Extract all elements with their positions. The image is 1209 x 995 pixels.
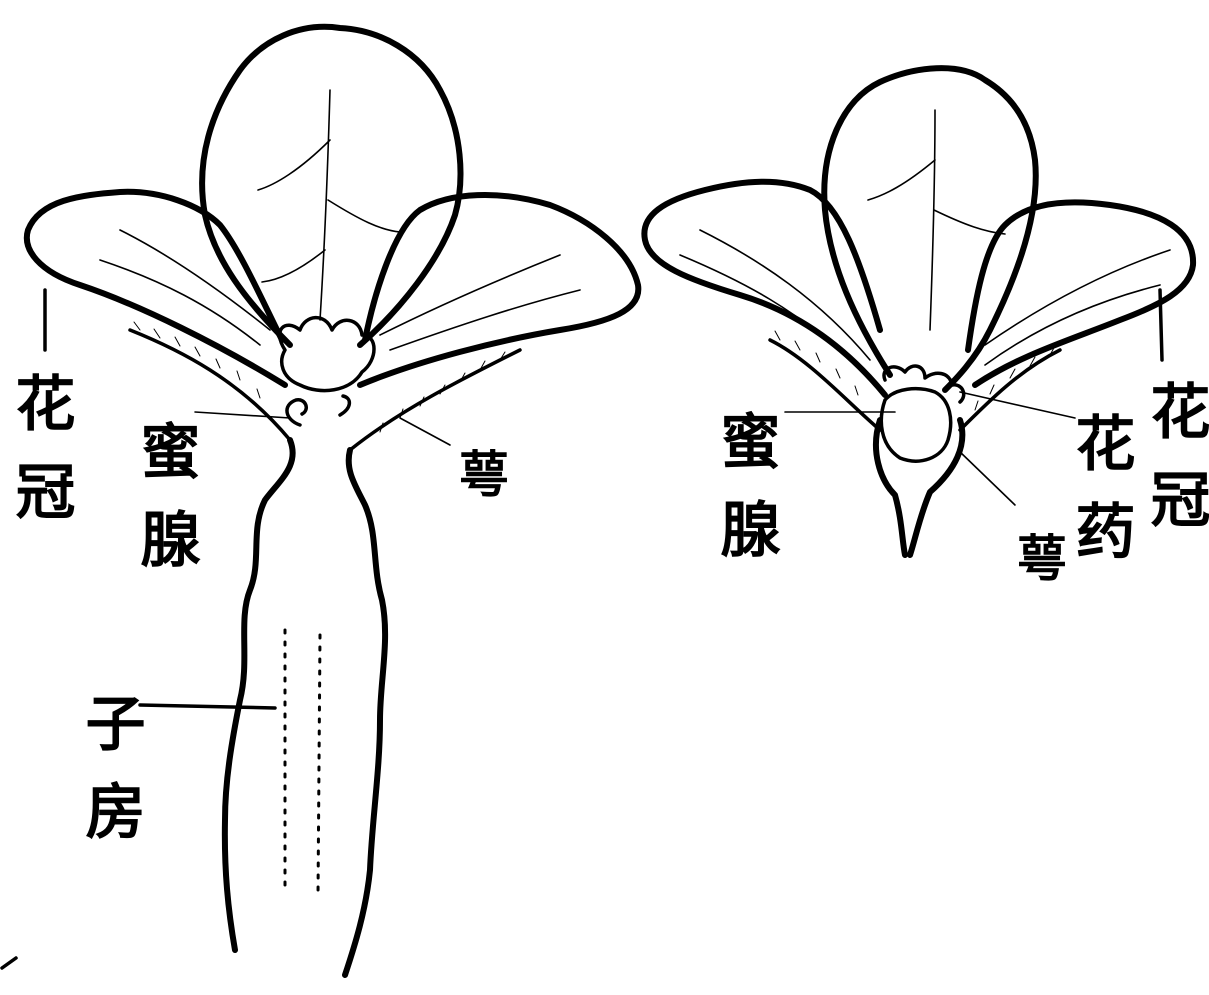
female-ovary-label: 子房 — [80, 692, 140, 868]
male-calyx-leader — [958, 450, 1015, 505]
female-calyx-leader — [400, 418, 450, 445]
male-corolla-label: 花冠 — [1145, 380, 1205, 556]
female-corolla-label: 花冠 — [10, 372, 70, 548]
female-right-petal — [360, 195, 638, 385]
female-left-petal — [27, 192, 285, 385]
female-nectary-label: 蜜腺 — [135, 420, 195, 596]
female-ovary-right-wall — [345, 450, 385, 975]
female-stigma — [280, 318, 374, 391]
male-anther-label: 花药 — [1070, 412, 1130, 588]
male-calyx-label: 萼 — [1013, 532, 1063, 600]
female-nectary-leader — [195, 412, 290, 418]
stray-mark — [2, 958, 16, 968]
male-anthers — [884, 366, 964, 402]
male-nectary — [881, 389, 950, 461]
male-left-petal — [644, 182, 885, 395]
female-central-petal — [202, 27, 460, 345]
male-corolla-leader — [1160, 290, 1162, 360]
male-nectary-label: 蜜腺 — [715, 410, 775, 586]
female-ovary-left-wall — [225, 440, 293, 950]
female-ovary-leader — [140, 705, 275, 708]
female-calyx-label: 萼 — [455, 448, 505, 516]
